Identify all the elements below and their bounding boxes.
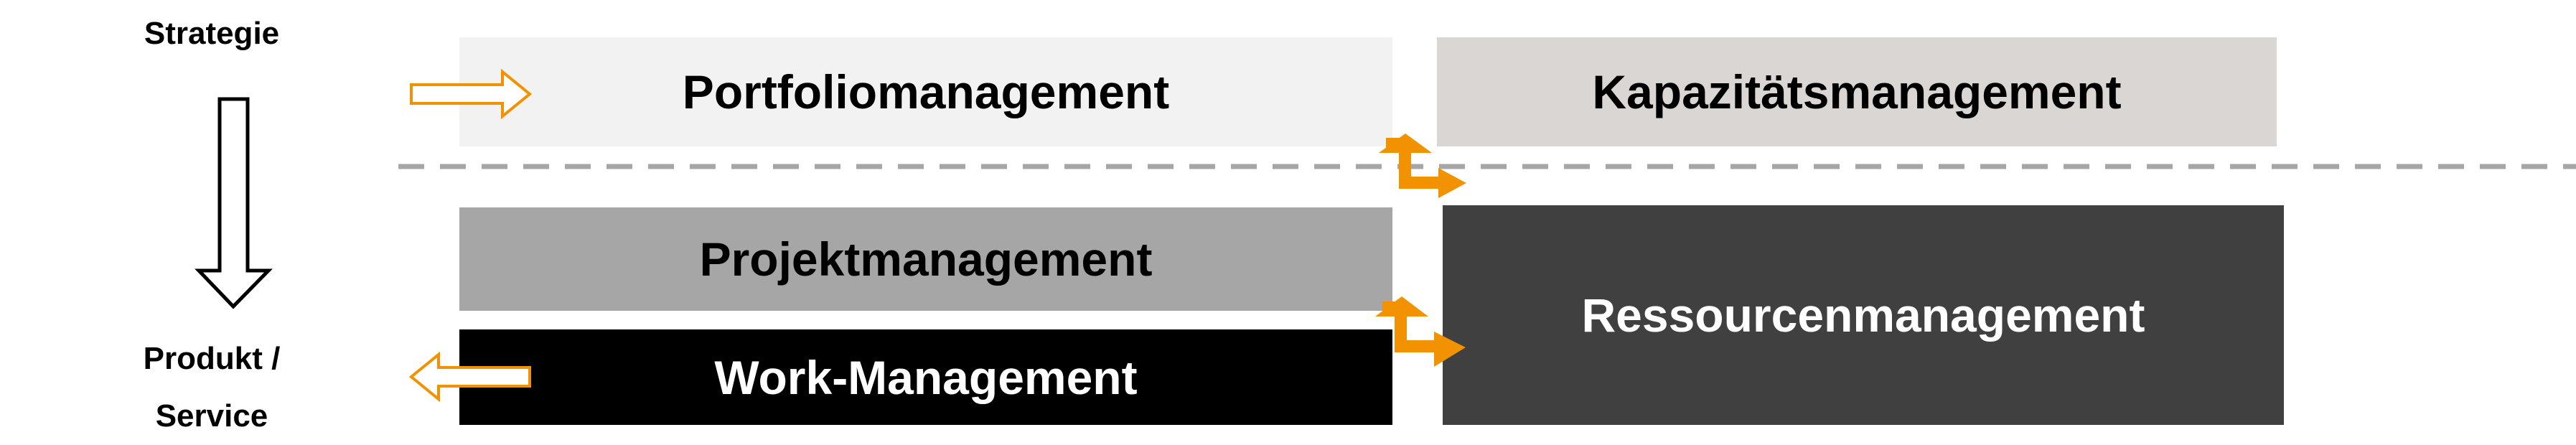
outline-left-arrow-icon <box>408 351 531 403</box>
label-produkt-service: Produkt / Service <box>93 330 330 445</box>
outline-down-arrow-icon <box>195 97 273 309</box>
portfoliomanagement-label: Portfoliomanagement <box>682 65 1170 118</box>
kapazitaetsmanagement-box: Kapazitätsmanagement <box>1437 37 2277 146</box>
label-service: Service <box>155 398 268 434</box>
ressourcenmanagement-label: Ressourcenmanagement <box>1581 289 2145 342</box>
swap-arrows-icon-2 <box>1375 296 1466 367</box>
ressourcenmanagement-box: Ressourcenmanagement <box>1443 205 2284 425</box>
label-strategie: Strategie <box>144 16 280 51</box>
work-management-box: Work-Management <box>459 329 1392 425</box>
swap-arrows-icon <box>1379 134 1466 198</box>
label-produkt: Produkt / <box>143 341 281 376</box>
projektmanagement-label: Projektmanagement <box>699 233 1153 286</box>
portfoliomanagement-box: Portfoliomanagement <box>459 37 1392 146</box>
projektmanagement-box: Projektmanagement <box>459 207 1392 311</box>
outline-right-arrow-icon <box>410 68 533 120</box>
kapazitaetsmanagement-label: Kapazitätsmanagement <box>1592 65 2122 118</box>
work-management-label: Work-Management <box>714 350 1138 404</box>
